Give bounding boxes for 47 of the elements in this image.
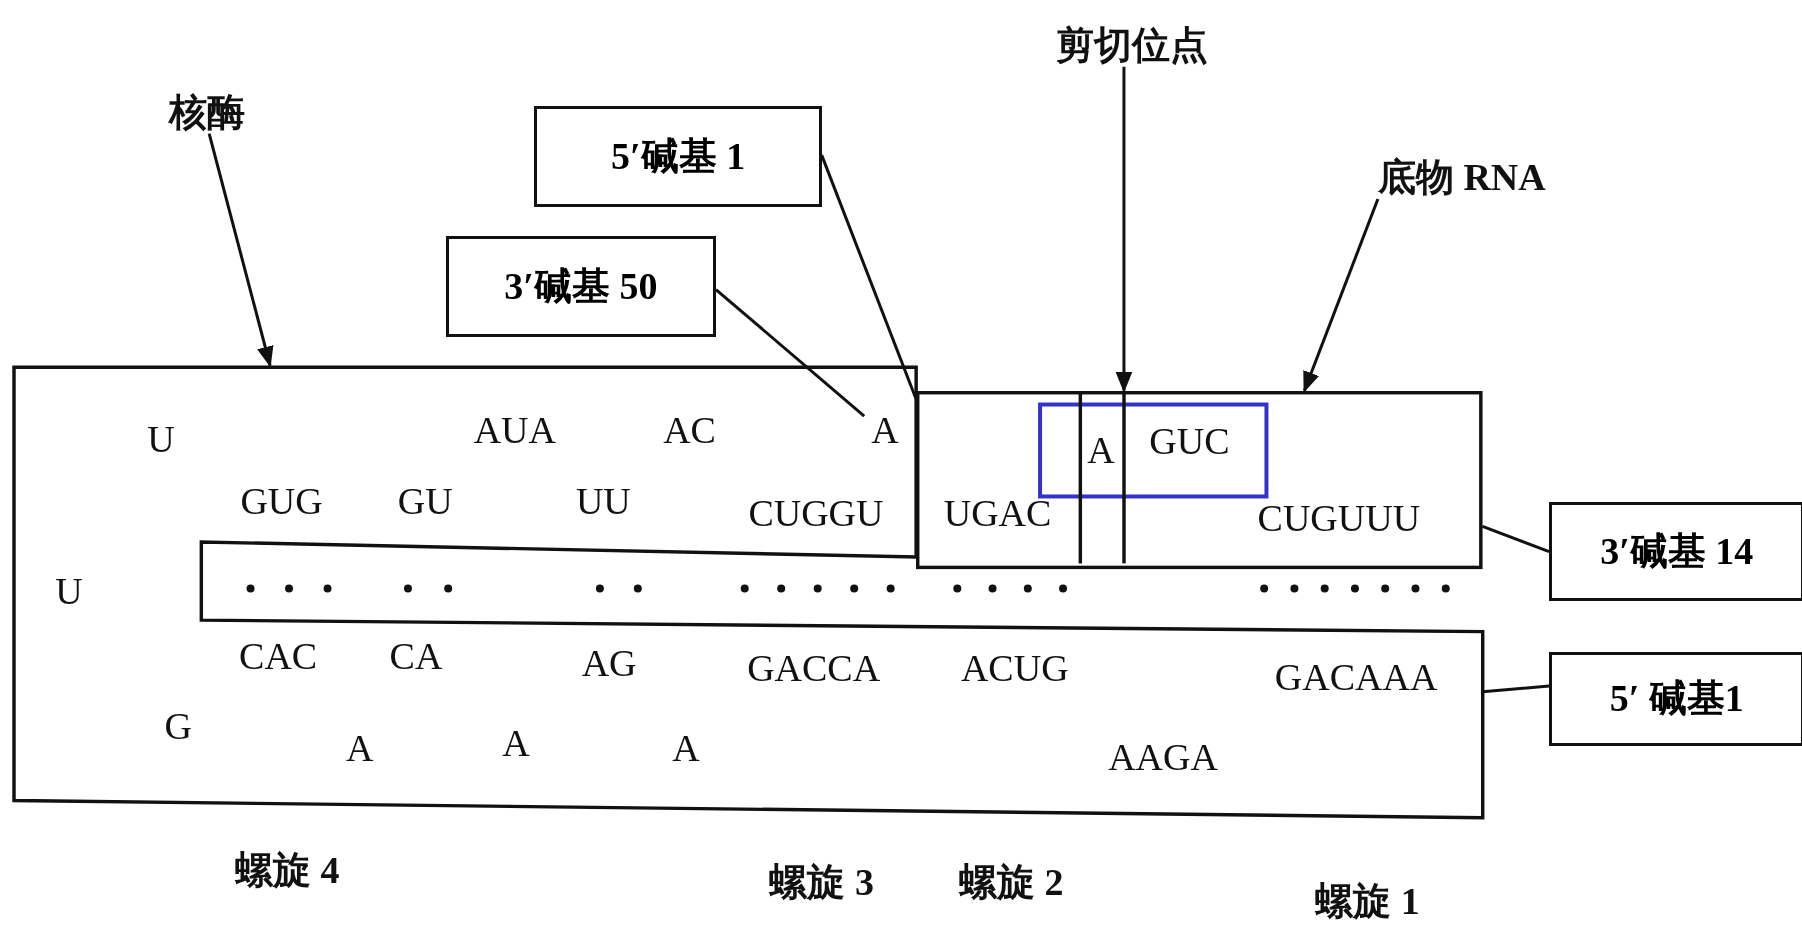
label-text: 5′碱基 1 (610, 133, 746, 179)
nucleotide-sequence: A (672, 728, 700, 771)
helix-label: 螺旋 1 (1315, 881, 1420, 924)
nucleotide-sequence: CAC (239, 636, 318, 679)
arrow (1303, 198, 1380, 393)
nucleotide-sequence: UGAC (943, 492, 1052, 535)
nucleotide-sequence: A (346, 728, 374, 771)
nucleotide-sequence: AUA (473, 410, 556, 452)
nucleotide-sequence: CUGGU (748, 492, 884, 535)
substrate-strand-box (915, 390, 1483, 569)
nucleotide-sequence: A (1087, 429, 1115, 472)
label-box (534, 105, 822, 207)
callout-text: 底物 RNA (1377, 157, 1546, 199)
nucleotide-sequence: CUGUUU (1257, 498, 1421, 541)
nucleotide-sequence: AAGA (1108, 737, 1218, 780)
arrow (1115, 66, 1133, 393)
nucleotide-sequence: GUC (1149, 421, 1230, 464)
leader-line (1481, 524, 1550, 554)
label-text: 3′碱基 50 (504, 263, 658, 309)
nucleotide-sequence: GU (397, 481, 453, 524)
callout-text: 核酶 (168, 91, 245, 134)
helix-label: 螺旋 2 (959, 861, 1064, 904)
nucleotide-sequence: U (147, 419, 175, 462)
leader-line (1482, 684, 1550, 694)
nucleotide-sequence: A (871, 410, 899, 452)
nucleotide-sequence: CA (389, 636, 443, 679)
arrow (207, 133, 274, 368)
callout-text: 剪切位点 (1056, 25, 1208, 67)
nucleotide-sequence: G (164, 706, 192, 749)
nucleotide-sequence: AG (581, 643, 637, 686)
nucleotide-sequence: GACCA (747, 647, 881, 690)
helix-label: 螺旋 3 (769, 861, 874, 904)
leader-line (714, 288, 866, 418)
label-text: 5′ 碱基1 (1609, 676, 1744, 722)
nucleotide-sequence: U (55, 570, 83, 613)
label-box (445, 235, 716, 337)
label-text: 3′碱基 14 (1600, 529, 1754, 575)
nucleotide-sequence: AC (663, 410, 716, 452)
nucleotide-sequence: UU (575, 481, 631, 524)
nucleotide-sequence: GACAAA (1274, 657, 1438, 699)
nucleotide-sequence: ACUG (960, 647, 1069, 690)
helix-label: 螺旋 4 (235, 850, 340, 892)
label-box (1549, 651, 1802, 746)
nucleotide-sequence: A (502, 722, 530, 765)
label-box (1549, 502, 1802, 602)
nucleotide-sequence: GUG (240, 481, 323, 524)
ribozyme-outline (13, 365, 1485, 821)
